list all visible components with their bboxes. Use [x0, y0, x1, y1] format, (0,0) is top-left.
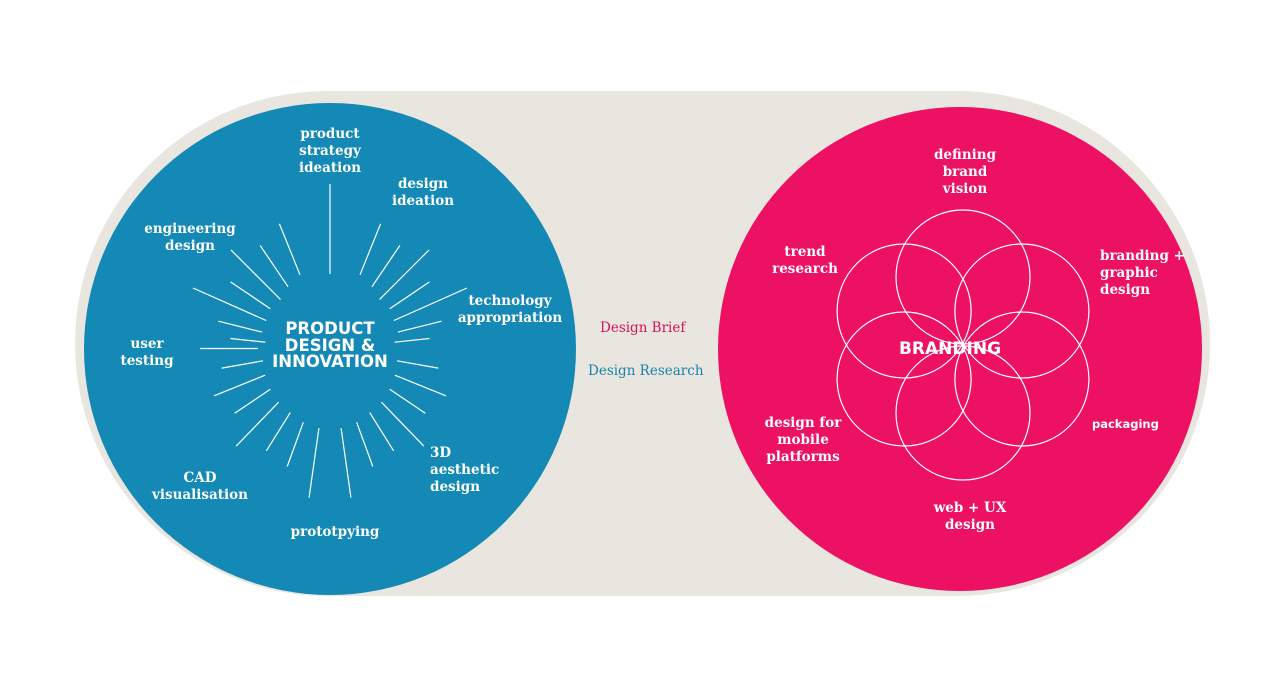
- label-line: graphic: [1100, 265, 1158, 281]
- label-line: trend: [784, 244, 826, 260]
- label-3d-aesthetic: 3D aesthetic design: [430, 445, 500, 496]
- burst-ray: [389, 281, 430, 310]
- burst-rays: [192, 184, 468, 498]
- label-line: CAD: [183, 470, 217, 486]
- burst-ray: [397, 320, 442, 333]
- burst-ray: [213, 374, 266, 397]
- label-user-testing: user testing: [112, 336, 182, 370]
- label-line: technology: [468, 293, 552, 309]
- label-line: mobile: [777, 432, 829, 448]
- burst-ray: [221, 360, 264, 369]
- burst-ray: [371, 245, 401, 288]
- burst-ray: [259, 245, 289, 288]
- label-line: platforms: [766, 449, 840, 465]
- design-research-label: Design Research: [588, 363, 704, 379]
- title-line: INNOVATION: [272, 352, 388, 371]
- burst-ray: [308, 428, 320, 498]
- burst-ray: [234, 388, 271, 414]
- label-line: ideation: [391, 193, 455, 209]
- product-design-title: PRODUCT DESIGN & INNOVATION: [255, 319, 405, 371]
- label-technology: technology appropriation: [455, 293, 565, 327]
- burst-ray: [380, 401, 425, 447]
- label-trend-research: trend research: [760, 244, 850, 278]
- burst-ray: [356, 422, 374, 467]
- label-engineering: engineering design: [135, 221, 245, 255]
- label-branding-graphic: branding + graphic design: [1100, 248, 1200, 299]
- label-line: design: [944, 517, 995, 533]
- label-line: appropriation: [457, 310, 563, 326]
- title-line: DESIGN &: [284, 335, 376, 355]
- label-line: research: [772, 261, 838, 277]
- label-line: branding +: [1100, 248, 1185, 264]
- product-design-circle: [84, 103, 576, 595]
- label-line: engineering: [144, 221, 236, 237]
- burst-ray: [394, 374, 447, 397]
- burst-ray: [393, 287, 468, 322]
- label-line: web + UX: [933, 500, 1007, 516]
- flower-petal: [836, 311, 972, 447]
- label-line: vision: [942, 181, 988, 197]
- burst-ray: [230, 337, 266, 343]
- burst-ray: [230, 281, 271, 310]
- flower-petal: [836, 243, 972, 379]
- label-line: ideation: [298, 160, 362, 176]
- burst-ray: [379, 249, 430, 300]
- title-line: PRODUCT: [285, 319, 375, 338]
- branding-title: BRANDING: [898, 339, 1002, 359]
- label-brand-vision: defining brand vision: [910, 147, 1020, 198]
- label-line: design: [164, 238, 215, 254]
- label-prototyping: prototpying: [280, 524, 390, 541]
- label-line: brand: [942, 164, 988, 180]
- flower-petals: [836, 209, 1090, 481]
- label-line: design: [1100, 282, 1151, 298]
- design-brief-label: Design Brief: [600, 320, 686, 336]
- label-line: visualisation: [152, 487, 248, 503]
- label-packaging: packaging: [1092, 417, 1159, 431]
- label-cad: CAD visualisation: [145, 470, 255, 504]
- label-line: strategy: [299, 143, 361, 159]
- label-web-ux: web + UX design: [915, 500, 1025, 534]
- label-line: design for: [764, 415, 842, 431]
- burst-ray: [340, 428, 352, 498]
- burst-ray: [396, 360, 439, 369]
- label-line: aesthetic: [430, 462, 500, 478]
- label-line: user: [130, 336, 164, 352]
- label-line: prototpying: [290, 524, 380, 540]
- burst-ray: [389, 388, 426, 414]
- burst-ray: [265, 412, 291, 452]
- label-line: 3D: [430, 445, 452, 461]
- label-design-ideation: design ideation: [378, 176, 468, 210]
- burst-ray: [235, 401, 280, 447]
- label-line: testing: [120, 353, 174, 369]
- label-line: design: [430, 479, 481, 495]
- label-line: defining: [933, 147, 997, 163]
- flower-petal: [954, 243, 1090, 379]
- burst-ray: [286, 422, 304, 467]
- burst-ray: [394, 337, 430, 343]
- burst-ray: [192, 287, 267, 322]
- burst-ray: [230, 249, 281, 300]
- burst-ray: [278, 223, 301, 276]
- label-line: design: [397, 176, 448, 192]
- burst-ray: [369, 412, 395, 452]
- burst-ray: [359, 223, 382, 276]
- label-line: product: [300, 126, 360, 142]
- label-product-strategy: product strategy ideation: [275, 126, 385, 177]
- burst-ray: [218, 320, 263, 333]
- label-mobile: design for mobile platforms: [748, 415, 858, 466]
